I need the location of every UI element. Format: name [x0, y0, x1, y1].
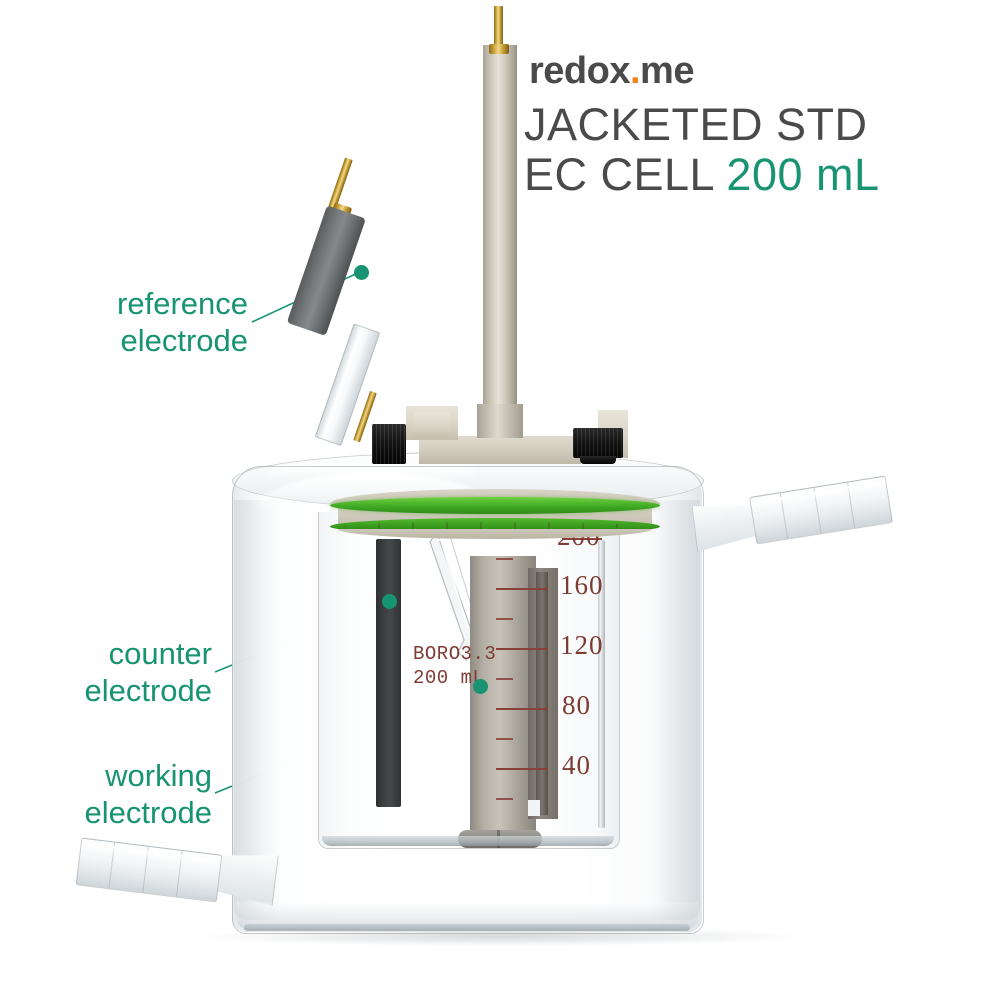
jacket-right-shading	[652, 500, 700, 920]
callout-counter-electrode-line2: electrode	[84, 672, 212, 708]
brand-logo-text: redox.me	[529, 52, 694, 90]
brand-logo-dot: .	[629, 50, 641, 92]
graduation-label-80: 80	[562, 690, 591, 720]
callout-counter-electrode: counter electrode	[0, 636, 212, 709]
jacket-foot	[244, 924, 690, 931]
working-electrode-edge-inner	[536, 572, 548, 815]
graduation-scale: 200 160 120 80 40	[496, 505, 630, 805]
gas-purge-tube	[598, 540, 605, 828]
graduation-tick-80	[496, 708, 548, 710]
reference-electrode	[286, 157, 430, 470]
working-electrode-notch	[528, 800, 540, 816]
graduation-tick-200	[562, 538, 602, 540]
jacket-hose-port-upper-right	[694, 475, 893, 564]
gas-purge-port-cap-flange	[580, 456, 616, 464]
brand-name-part2: me	[640, 50, 694, 92]
counter-electrode	[376, 539, 401, 807]
hose-barb-right	[749, 475, 893, 545]
working-electrode-holder-rod	[483, 45, 517, 425]
ground-shadow	[200, 930, 800, 946]
graduation-label-160: 160	[560, 570, 604, 600]
brand-logo: redox.me	[529, 52, 694, 90]
reference-electrode-port-cap	[372, 424, 406, 464]
graduation-tick-minor	[496, 558, 513, 560]
title-line-2: EC CELL 200 mL	[524, 150, 944, 200]
glass-material-grade: BORO3.3	[413, 643, 497, 665]
title-line-2-prefix: EC CELL	[524, 149, 727, 201]
working-electrode-pin-base	[489, 44, 509, 54]
graduation-tick-40	[496, 768, 548, 770]
graduation-tick-minor	[496, 618, 513, 620]
graduation-tick-160	[496, 588, 548, 590]
graduation-tick-minor	[496, 798, 513, 800]
lid-o-ring-seal-upper	[330, 497, 660, 514]
glass-material-marking: BORO3.3 200 mL	[413, 642, 496, 691]
callout-dot-reference-electrode	[354, 265, 369, 280]
callout-working-electrode: working electrode	[0, 758, 212, 831]
callout-reference-electrode-line2: electrode	[120, 322, 248, 358]
page-title: JACKETED STD EC CELL 200 mL	[524, 99, 944, 201]
luggin-capillary	[429, 536, 479, 661]
lid-fitting-center-collar	[419, 436, 581, 464]
gas-purge-port-cap	[573, 428, 623, 458]
working-electrode-contact-pin	[494, 6, 503, 50]
lid-fitting-left-block-upper	[414, 412, 450, 438]
jacket-outline	[232, 466, 704, 934]
graduation-tick-120	[496, 648, 548, 650]
callout-reference-electrode: reference electrode	[0, 286, 248, 359]
callout-reference-electrode-line1: reference	[117, 286, 248, 321]
inner-beaker-base	[322, 836, 614, 846]
graduation-label-40: 40	[562, 750, 591, 780]
title-line-1: JACKETED STD	[524, 99, 868, 150]
working-electrode	[470, 556, 536, 835]
callout-working-electrode-line2: electrode	[84, 794, 212, 830]
inner-beaker-glass	[318, 512, 620, 849]
ptfe-lid-underside	[338, 529, 652, 539]
graduation-tick-minor	[496, 738, 513, 740]
jacket-left-shading	[234, 500, 280, 920]
working-electrode-holder-shoulder	[477, 404, 523, 438]
purge-cap-ribs	[573, 428, 623, 458]
callout-working-electrode-line1: working	[105, 758, 212, 793]
callout-counter-electrode-line1: counter	[108, 636, 212, 671]
callout-dot-counter-electrode	[382, 594, 397, 609]
brand-name-part1: redox	[529, 50, 630, 92]
glass-capacity-marking: 200 mL	[413, 667, 485, 690]
port-cap-ribs	[372, 424, 406, 464]
callout-dot-working-electrode	[473, 679, 488, 694]
reference-electrode-glass-tube	[314, 323, 381, 447]
title-volume: 200 mL	[726, 149, 880, 201]
graduation-tick-minor	[496, 678, 513, 680]
lid-o-ring-texture	[344, 522, 644, 530]
hose-barb-left	[75, 837, 223, 903]
graduation-label-120: 120	[560, 630, 604, 660]
